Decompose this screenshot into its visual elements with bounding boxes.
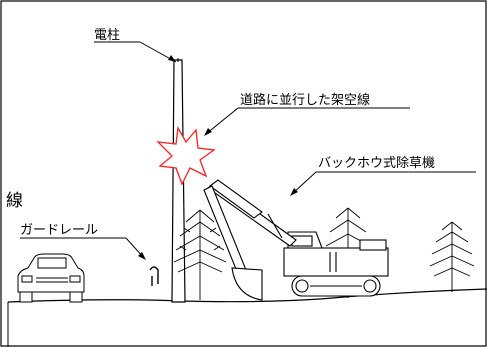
tree-icon [173, 209, 227, 300]
left-text: 線 [6, 191, 23, 211]
guardrail-post-icon [149, 266, 159, 286]
mower-label: バックホウ式除草機 [318, 156, 435, 171]
ground-line [7, 288, 487, 303]
guardrail-leader [20, 237, 146, 260]
overhead-line-leader [204, 107, 410, 136]
overhead-line-label: 道路に並行した架空線 [240, 92, 370, 108]
tree-icon [429, 221, 475, 292]
mower-leader [290, 171, 476, 196]
guardrail-label: ガードレール [20, 223, 98, 238]
excavator-icon [203, 179, 389, 301]
utility-pole-icon [171, 58, 186, 303]
pole-leader [94, 41, 177, 63]
spark-icon [156, 125, 216, 186]
pole-label: 電柱 [94, 28, 120, 43]
car-icon [17, 253, 85, 303]
